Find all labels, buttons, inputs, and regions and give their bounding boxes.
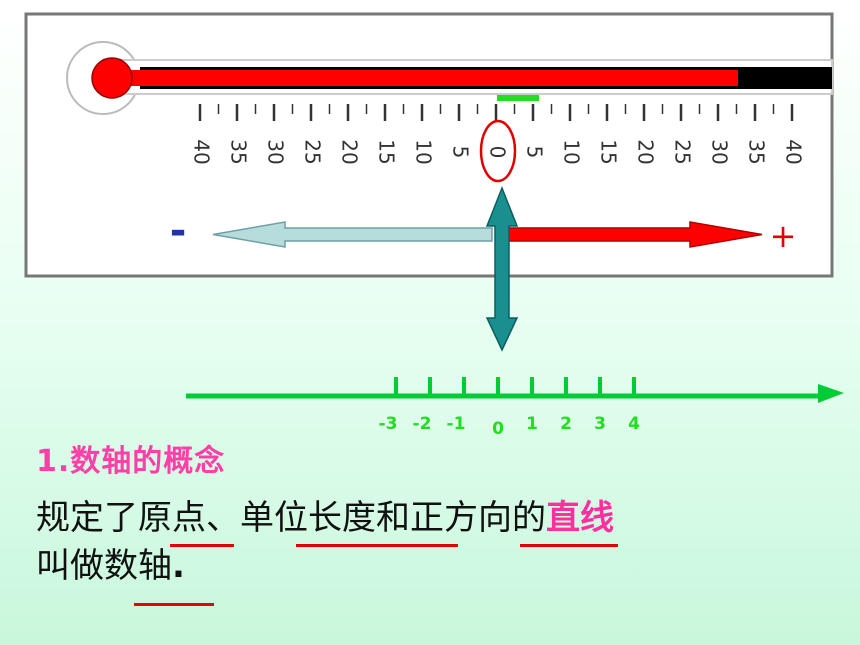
number-axis-ticks	[394, 377, 636, 396]
scale-label: 0	[486, 146, 510, 159]
definition-text: 、	[206, 498, 240, 538]
underline-number-axis	[134, 603, 214, 606]
term-unit-length: 单位长度	[240, 498, 376, 538]
axis-label: -2	[413, 414, 432, 434]
concept-definition: 规定了原点、单位长度和正方向的直线 叫做数轴.	[36, 494, 836, 590]
scale-label: 30	[708, 139, 732, 164]
underline-origin	[170, 544, 234, 547]
negative-sign: -	[170, 208, 187, 254]
scale-label: 25	[671, 139, 695, 164]
number-axis-arrowhead	[818, 384, 844, 403]
term-straight-line: 直线	[546, 498, 614, 538]
positive-sign: +	[770, 217, 797, 255]
axis-label: 0	[492, 419, 504, 439]
scale-label: 40	[782, 139, 806, 164]
scale-label: 25	[301, 139, 325, 164]
term-positive-direction: 正方向	[410, 498, 512, 538]
underline-unit-length	[296, 544, 458, 547]
thermometer-scale-ticks	[198, 104, 794, 121]
scale-label: 40	[190, 139, 214, 164]
number-axis-labels: -3 -2 -1 0 1 2 3 4	[379, 414, 641, 439]
definition-text: 叫做	[36, 546, 104, 586]
definition-text: 的	[512, 498, 546, 538]
axis-label: 3	[594, 414, 606, 434]
scale-label: 5	[523, 146, 547, 159]
axis-label: 2	[560, 414, 572, 434]
negative-direction-arrow	[212, 221, 493, 248]
thermometer-bulb	[91, 57, 133, 99]
axis-label: -1	[447, 414, 466, 434]
definition-text: .	[172, 546, 185, 586]
scale-label: 5	[449, 146, 473, 159]
definition-text: 和	[376, 498, 410, 538]
positive-direction-arrow	[503, 221, 763, 248]
scale-label: 35	[227, 139, 251, 164]
concept-title: 1.数轴的概念	[36, 444, 226, 479]
scale-label: 30	[264, 139, 288, 164]
definition-line-1: 规定了原点、单位长度和正方向的直线	[36, 494, 836, 542]
axis-label: -3	[379, 414, 398, 434]
scale-label: 10	[560, 139, 584, 164]
definition-text: 规定了	[36, 498, 138, 538]
zero-marker	[497, 95, 539, 101]
scale-label: 15	[597, 139, 621, 164]
definition-line-2: 叫做数轴.	[36, 542, 836, 590]
scale-label: 20	[634, 139, 658, 164]
term-number-axis: 数轴	[104, 546, 172, 586]
scale-label: 15	[375, 139, 399, 164]
zero-highlight-circle	[479, 119, 517, 183]
vertical-double-arrow	[485, 185, 519, 352]
scale-label: 20	[338, 139, 362, 164]
underline-positive-direction	[520, 544, 618, 547]
thermometer-mercury	[128, 70, 738, 86]
scale-label: 10	[412, 139, 436, 164]
term-origin: 原点	[138, 498, 206, 538]
axis-label: 4	[628, 414, 640, 434]
scale-label: 35	[745, 139, 769, 164]
axis-label: 1	[526, 414, 538, 434]
